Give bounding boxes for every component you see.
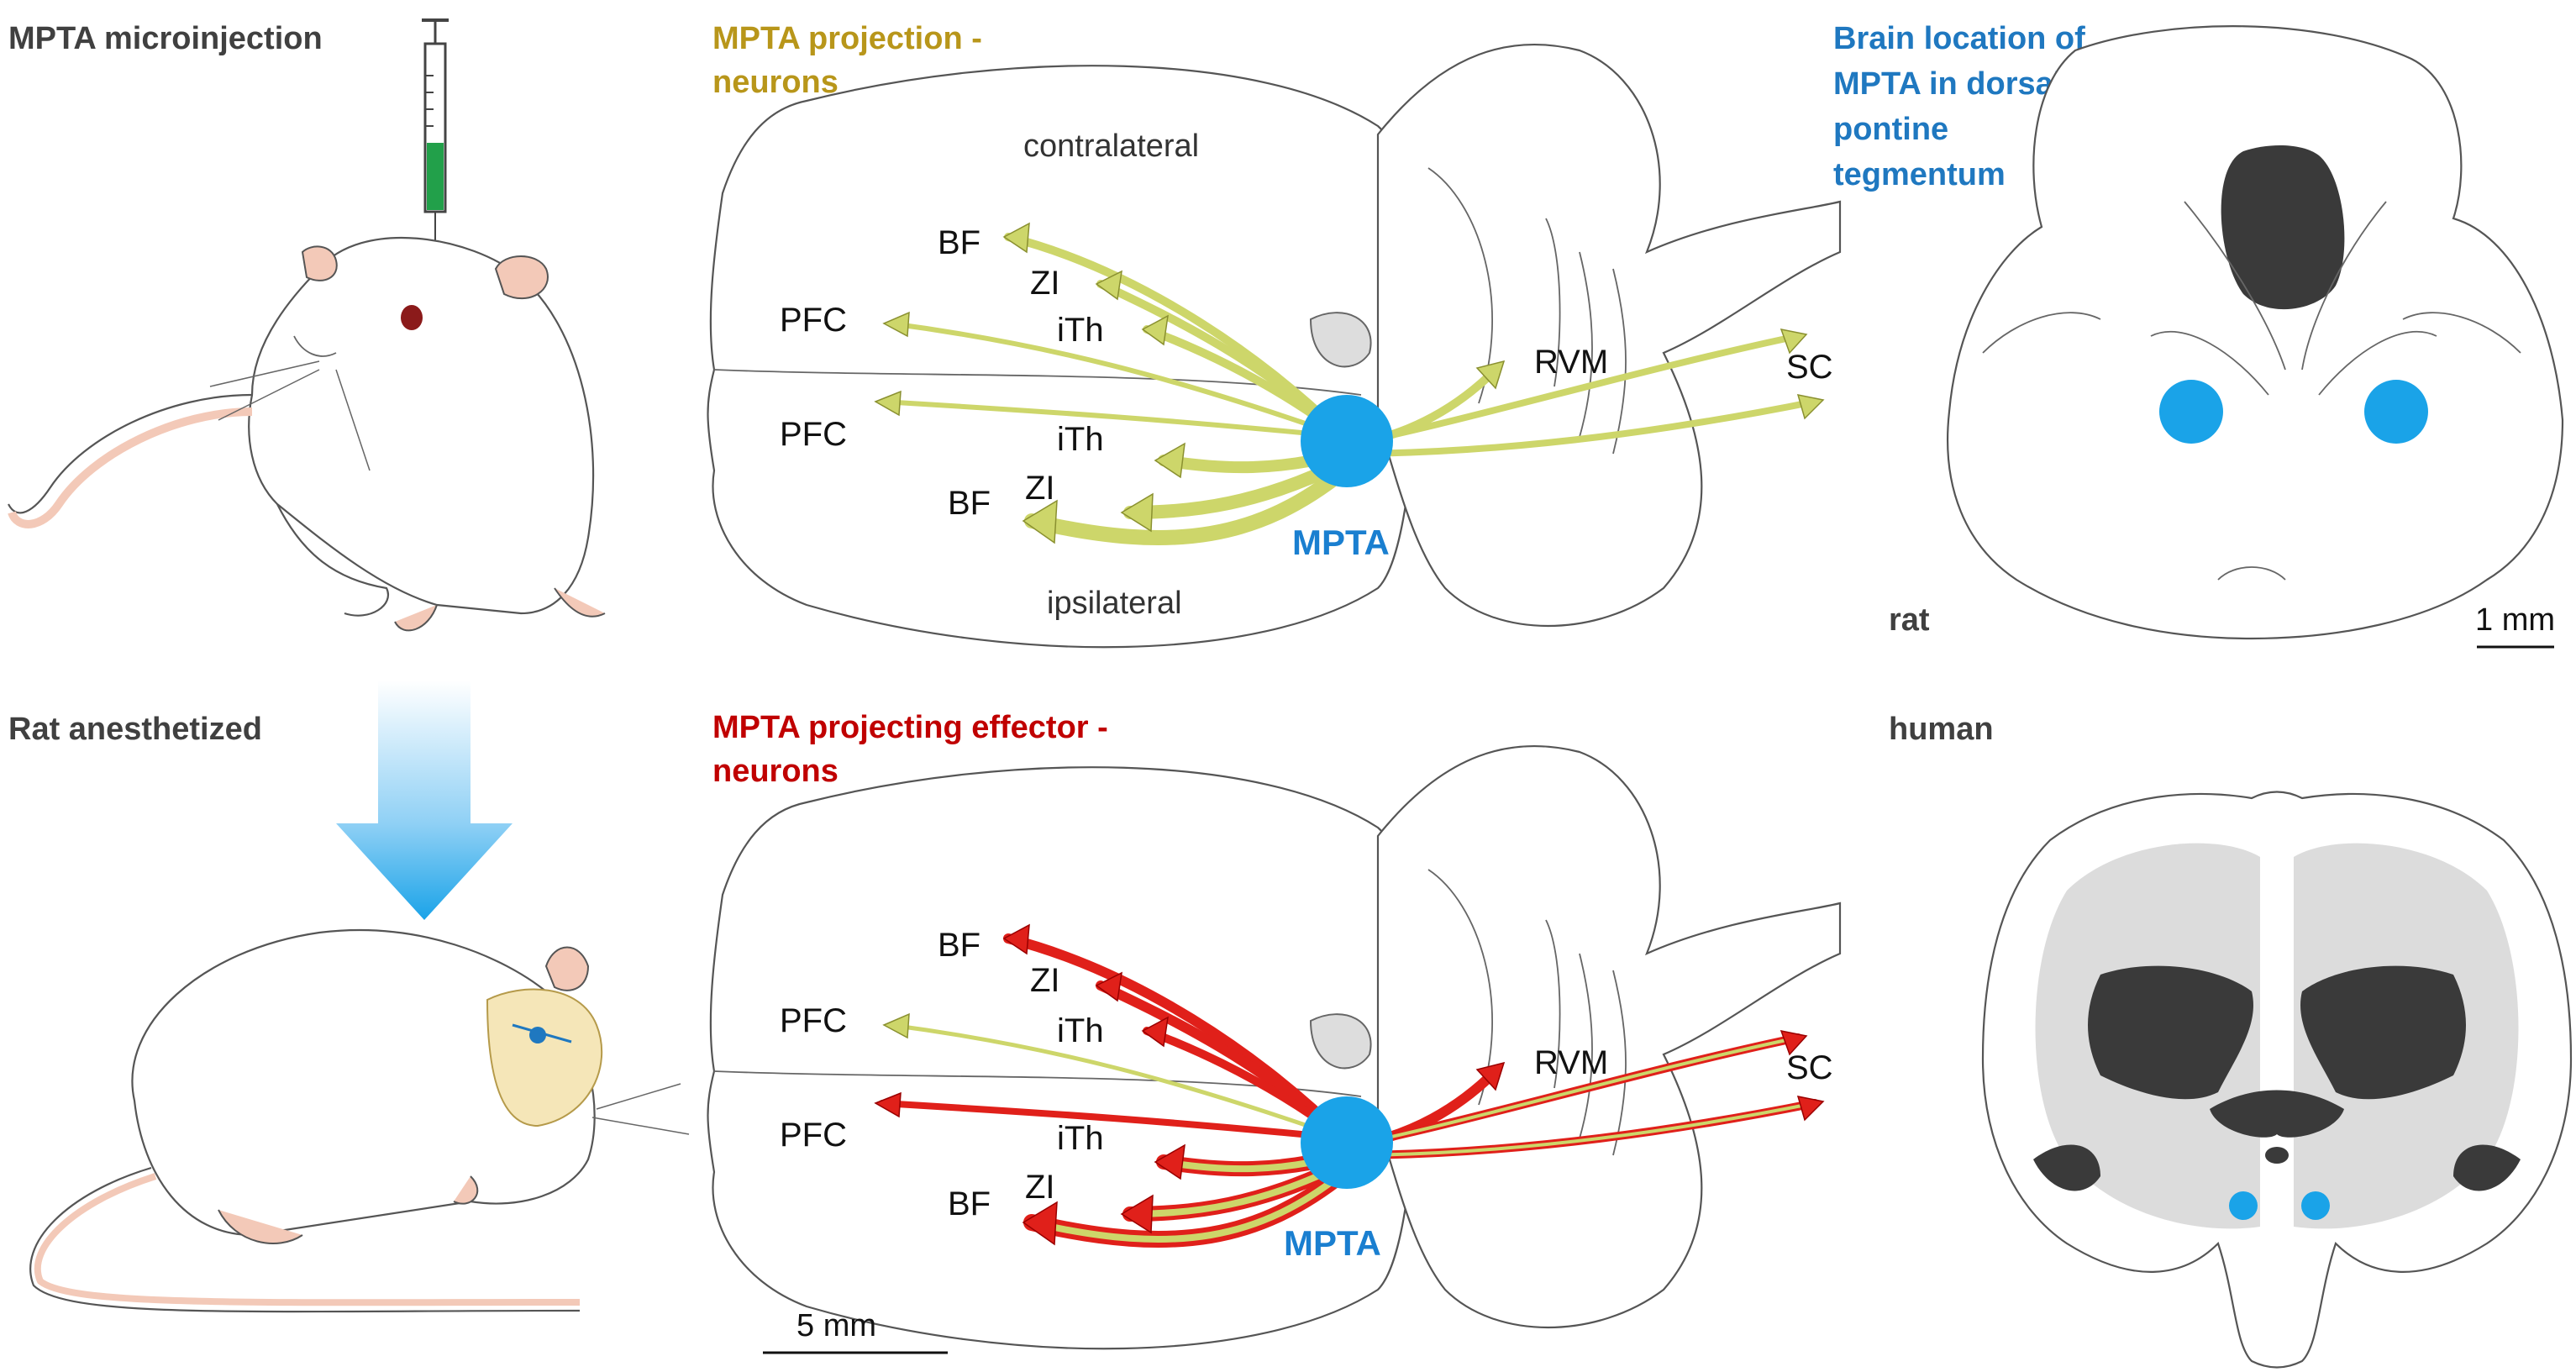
location-title-line2: MPTA in dorsal (1833, 66, 2062, 102)
effector-title-line2: neurons (712, 754, 839, 789)
effector-label-ith-top: iTh (1057, 1012, 1104, 1049)
rat-eye (401, 305, 423, 330)
left-lateral-ventricle (2088, 965, 2253, 1100)
anesthetized-title: Rat anesthetized (8, 712, 262, 747)
projection-label-rvm: RVM (1534, 344, 1608, 381)
projection-label-pfc-top: PFC (780, 302, 847, 339)
mpta-nucleus (1301, 395, 1393, 487)
projection-diagram: MPTA projection - neurons contralateral … (707, 21, 1842, 649)
human-brain-section: human (1889, 712, 2573, 1369)
projection-title-line1: MPTA projection - (712, 21, 982, 56)
rat-anesthetized-illustration: Rat anesthetized (8, 712, 690, 1313)
mpta-left-rat (2159, 380, 2223, 444)
rat-species-label: rat (1889, 602, 1930, 638)
cerebellum-outline-2 (1376, 744, 1842, 1329)
projection-label-ith-top: iTh (1057, 312, 1104, 349)
location-title-line3: pontine (1833, 112, 1948, 147)
human-species-label: human (1889, 712, 1994, 747)
syringe-icon (422, 18, 449, 277)
projection-arrowheads (874, 222, 1825, 544)
rat-scale-label: 1 mm (2475, 602, 2555, 638)
effector-arrowheads (874, 923, 1825, 1246)
projection-label-zi-top: ZI (1030, 265, 1060, 302)
contralateral-label: contralateral (1023, 129, 1199, 164)
down-arrow-icon (336, 681, 513, 920)
effector-mpta-label: MPTA (1284, 1223, 1381, 1263)
projection-label-pfc-bottom: PFC (780, 416, 847, 453)
effector-label-pfc-bottom: PFC (780, 1117, 847, 1154)
ipsilateral-label: ipsilateral (1047, 586, 1182, 621)
effector-label-bf-top: BF (938, 927, 980, 964)
left-temporal-horn (2033, 1144, 2100, 1191)
effector-arrows (879, 933, 1819, 1248)
projection-label-ith-bottom: iTh (1057, 421, 1104, 458)
right-lateral-ventricle (2300, 965, 2466, 1100)
aqueduct (2265, 1147, 2289, 1164)
cerebellum-outline (1376, 43, 1842, 628)
location-title-line4: tegmentum (1833, 157, 2006, 192)
fourth-ventricle (2221, 145, 2345, 310)
effector-label-bf-bottom: BF (948, 1185, 991, 1222)
effector-label-sc: SC (1786, 1049, 1833, 1086)
effector-label-zi-bottom: ZI (1025, 1169, 1055, 1206)
rat-syringe-illustration: MPTA microinjection (8, 18, 606, 632)
projection-title-line2: neurons (712, 65, 839, 100)
mpta-nucleus-2 (1301, 1096, 1393, 1189)
projection-label-bf-bottom: BF (948, 485, 991, 522)
third-ventricle (2210, 1090, 2344, 1138)
effector-label-pfc-top: PFC (780, 1002, 847, 1039)
effector-scale-label: 5 mm (796, 1308, 876, 1343)
effector-title-line1: MPTA projecting effector - (712, 710, 1108, 745)
projection-label-bf-top: BF (938, 224, 980, 261)
effector-label-zi-top: ZI (1030, 962, 1060, 999)
projection-label-sc: SC (1786, 349, 1833, 386)
right-temporal-horn (2453, 1144, 2521, 1191)
effector-label-ith-bottom: iTh (1057, 1120, 1104, 1157)
rat-brain-section: Brain location of MPTA in dorsal pontine… (1833, 21, 2564, 649)
mpta-left-human (2229, 1191, 2258, 1220)
projection-mpta-label: MPTA (1292, 523, 1390, 562)
mpta-right-human (2301, 1191, 2330, 1220)
effector-label-rvm: RVM (1534, 1044, 1608, 1081)
location-title-line1: Brain location of (1833, 21, 2085, 56)
rat-section-outline (1947, 25, 2564, 640)
effector-diagram: MPTA projecting effector - neurons (707, 710, 1842, 1354)
microinjection-title: MPTA microinjection (8, 21, 323, 56)
projection-label-zi-bottom: ZI (1025, 470, 1055, 507)
mpta-right-rat (2364, 380, 2428, 444)
